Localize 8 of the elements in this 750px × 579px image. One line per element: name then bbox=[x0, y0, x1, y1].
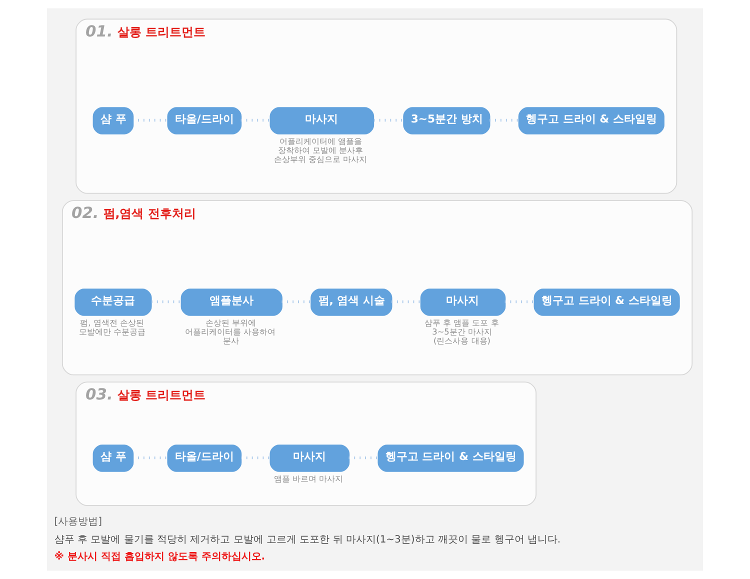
node-label: 어플리케이터에 앰플을 장착하여 모발에 분사후 손상부위 중심으로 마사지 bbox=[274, 136, 368, 164]
label: ※ 분사시 직접 흡입하지 않도록 주의하십시오. bbox=[54, 552, 266, 563]
label: 샴푸 후 모발에 물기를 적당히 제거하고 모발에 고르게 도포한 뒤 마사지(1~3분)하고 깨끗이 물로 헹구어 냅니다. bbox=[54, 534, 561, 546]
node-label: 샴푸 후 앰플 도포 후 3~5분간 마사지 (린스사용 대용) bbox=[424, 318, 499, 346]
node-label: 손상된 부위에 어플리케이터를 사용하여 분사 bbox=[184, 318, 276, 346]
label: [사용방법] bbox=[54, 516, 102, 528]
node-label: 펌, 염색전 손상된 모발에만 수분공급 bbox=[78, 318, 146, 337]
node-label: 앰플 바르며 마사지 bbox=[274, 474, 344, 484]
